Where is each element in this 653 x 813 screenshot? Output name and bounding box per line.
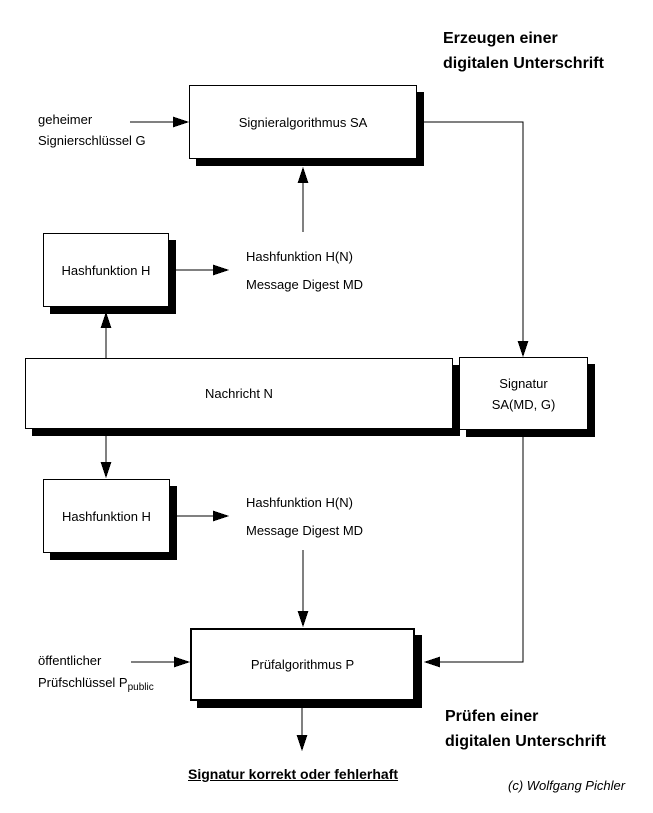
nachricht-label: Nachricht N xyxy=(205,386,273,401)
hash-md-top-label: Hashfunktion H(N) Message Digest MD xyxy=(246,243,363,299)
title-erzeugen-line1: Erzeugen einer xyxy=(443,30,558,47)
signatur-label-line1: Signatur xyxy=(499,375,548,391)
arrowhead-right-icon xyxy=(213,510,229,522)
pruef-algorithmus-box: Prüfalgorithmus P xyxy=(190,628,415,701)
arrowhead-up-icon xyxy=(100,312,112,328)
arrowhead-down-icon xyxy=(297,611,309,627)
oeffentlicher-schluessel-line1: öffentlicher xyxy=(38,653,102,668)
arrowhead-up-icon xyxy=(297,167,309,183)
hash-md-top-line2: Message Digest MD xyxy=(246,277,364,292)
pruefschluessel-text: Prüfschlüssel P xyxy=(38,675,128,690)
title-erzeugen: Erzeugen einer digitalen Unterschrift xyxy=(443,26,604,76)
geheimer-schluessel-line2: Signierschlüssel G xyxy=(38,133,146,148)
result-label: Signatur korrekt oder fehlerhaft xyxy=(188,766,399,782)
connector-hashtop-to-md xyxy=(170,264,229,276)
hashfunktion-bottom-box: Hashfunktion H xyxy=(43,479,170,553)
arrowhead-left-icon xyxy=(424,656,440,668)
hash-md-bottom-label: Hashfunktion H(N) Message Digest MD xyxy=(246,489,363,545)
title-pruefen-line2: digitalen Unterschrift xyxy=(445,733,606,750)
oeffentlicher-schluessel-line2: Prüfschlüssel Ppublic xyxy=(38,672,154,696)
pruef-algorithmus-label: Prüfalgorithmus P xyxy=(250,657,355,672)
title-erzeugen-line2: digitalen Unterschrift xyxy=(443,55,604,72)
hash-md-bottom-line1: Hashfunktion H(N) xyxy=(246,495,353,510)
connector-md-to-signier xyxy=(297,167,309,232)
connector-signatur-to-pruef xyxy=(424,430,524,668)
connector-hashbottom-to-md xyxy=(171,510,229,522)
signatur-label-line2: SA(MD, G) xyxy=(491,396,556,412)
signier-algorithmus-label: Signieralgorithmus SA xyxy=(238,114,368,130)
arrowhead-right-icon xyxy=(174,656,190,668)
title-pruefen-line1: Prüfen einer xyxy=(445,708,539,725)
hash-md-top-line1: Hashfunktion H(N) xyxy=(246,249,353,264)
hashfunktion-top-label: Hashfunktion H xyxy=(61,262,151,278)
arrowhead-down-icon xyxy=(296,735,308,751)
hash-md-bottom-line2: Message Digest MD xyxy=(246,523,364,538)
connector-oeffentlicher-to-pruef xyxy=(131,656,190,668)
connector-signier-to-signatur xyxy=(417,121,529,357)
signatur-box: Signatur SA(MD, G) xyxy=(459,357,588,430)
hashfunktion-bottom-label: Hashfunktion H xyxy=(62,508,151,524)
geheimer-schluessel-label: geheimer Signierschlüssel G xyxy=(38,109,146,151)
connector-nachricht-to-hashtop xyxy=(100,312,112,358)
arrowhead-down-icon xyxy=(517,341,529,357)
arrowhead-right-icon xyxy=(213,264,229,276)
connector-geheimer-to-signier xyxy=(130,116,189,128)
nachricht-box: Nachricht N xyxy=(25,358,453,429)
hashfunktion-top-box: Hashfunktion H xyxy=(43,233,169,307)
connector-md-to-pruef xyxy=(297,550,309,627)
geheimer-schluessel-line1: geheimer xyxy=(38,112,93,127)
oeffentlicher-schluessel-label: öffentlicher Prüfschlüssel Ppublic xyxy=(38,650,154,696)
copyright-label: (c) Wolfgang Pichler xyxy=(508,778,626,793)
arrowhead-down-icon xyxy=(100,462,112,478)
connector-nachricht-to-hashbottom xyxy=(100,429,112,478)
connector-pruef-to-result xyxy=(296,703,308,751)
title-pruefen: Prüfen einer digitalen Unterschrift xyxy=(445,704,606,754)
pruefschluessel-subscript: public xyxy=(127,682,154,693)
arrowhead-right-icon xyxy=(173,116,189,128)
signier-algorithmus-box: Signieralgorithmus SA xyxy=(189,85,417,159)
